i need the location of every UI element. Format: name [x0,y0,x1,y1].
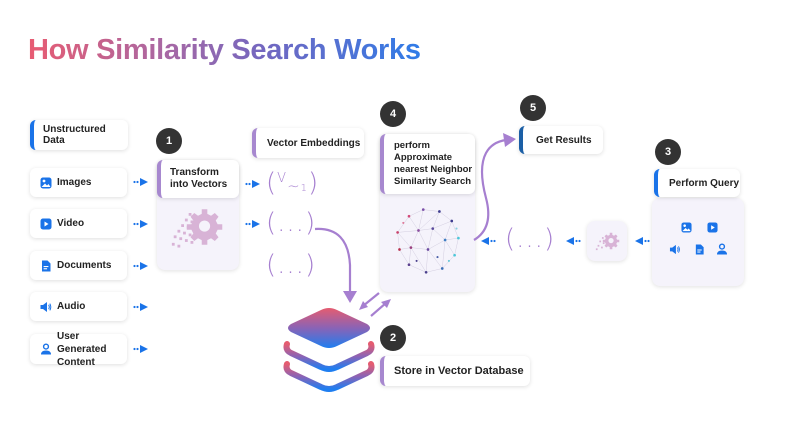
ann-similarity-search-card: perform Approximate nearest Neighbor Sim… [380,134,475,194]
step-label: perform Approximate nearest Neighbor Sim… [394,140,473,187]
unstructured-data-header: Unstructured Data [30,120,128,150]
query-panel [652,198,744,286]
vector-ellipsis-3: (...) [266,250,317,280]
page-title: How Similarity Search Works [28,34,421,66]
query-vector: (...) [505,224,556,254]
arrow-right-icon [133,178,148,186]
user-icon[interactable] [716,243,728,255]
bidirectional-arrow-icon [359,292,391,317]
step-label: Perform Query [669,177,740,189]
source-item-audio[interactable]: Audio [30,292,127,321]
step-badge-3: 3 [655,139,681,165]
step-label: Transform into Vectors [170,167,228,190]
arrow-right-icon [133,303,148,311]
audio-speaker-icon[interactable] [669,244,681,255]
vector-v1-tilde: ~ [287,177,301,195]
video-play-icon[interactable] [707,222,718,233]
gear-pixel-icon [595,232,620,251]
arrow-right-icon [133,220,148,228]
source-item-documents[interactable]: Documents [30,251,127,280]
get-results-card[interactable]: Get Results [519,126,603,154]
arrow-left-icon [481,237,496,245]
query-transform-panel [587,221,627,261]
source-label: User Generated Content [57,330,107,368]
source-label: Documents [57,260,112,271]
curve-arrow-to-results [473,133,516,241]
vector-embeddings-header: Vector Embeddings [252,128,364,158]
arrow-left-icon [635,237,650,245]
unstructured-data-label: Unstructured Data [43,124,106,146]
arrow-right-icon [245,180,260,188]
image-icon[interactable] [681,222,692,233]
vector-ellipsis-2: (...) [266,208,317,238]
source-label: Video [57,218,85,229]
perform-query-card[interactable]: Perform Query [654,169,740,197]
step-badge-4: 4 [380,101,406,127]
vector-v1: (V~1) [266,168,320,198]
source-item-user-generated-content[interactable]: User Generated Content [30,331,127,368]
image-icon [40,177,52,188]
vector-v1-index: 1 [300,183,309,194]
document-icon [42,260,51,271]
step-label: Store in Vector Database [394,365,524,377]
network-sphere-icon [396,208,460,274]
arrow-left-icon [566,237,581,245]
gear-pixel-icon [171,209,223,248]
vector-v1-main: V [277,171,288,186]
store-in-vector-database-card: Store in Vector Database [380,356,530,386]
video-play-icon [40,218,52,229]
step-badge-1: 1 [156,128,182,154]
database-stack-icon [283,308,375,392]
step-badge-2: 2 [380,325,406,351]
source-label: Images [57,177,92,188]
arrow-right-icon [133,345,148,353]
vector-embeddings-label: Vector Embeddings [267,137,361,149]
audio-speaker-icon [40,301,52,312]
curve-arrow-to-database [314,227,357,303]
source-label: Audio [57,301,86,312]
user-icon [41,343,51,355]
arrow-right-icon [245,220,260,228]
step-label: Get Results [536,134,592,146]
source-item-video[interactable]: Video [30,209,127,238]
transform-into-vectors-card: Transform into Vectors [157,160,239,198]
arrow-right-icon [133,262,148,270]
document-icon[interactable] [694,244,705,255]
source-item-images[interactable]: Images [30,168,127,197]
step-badge-5: 5 [520,95,546,121]
